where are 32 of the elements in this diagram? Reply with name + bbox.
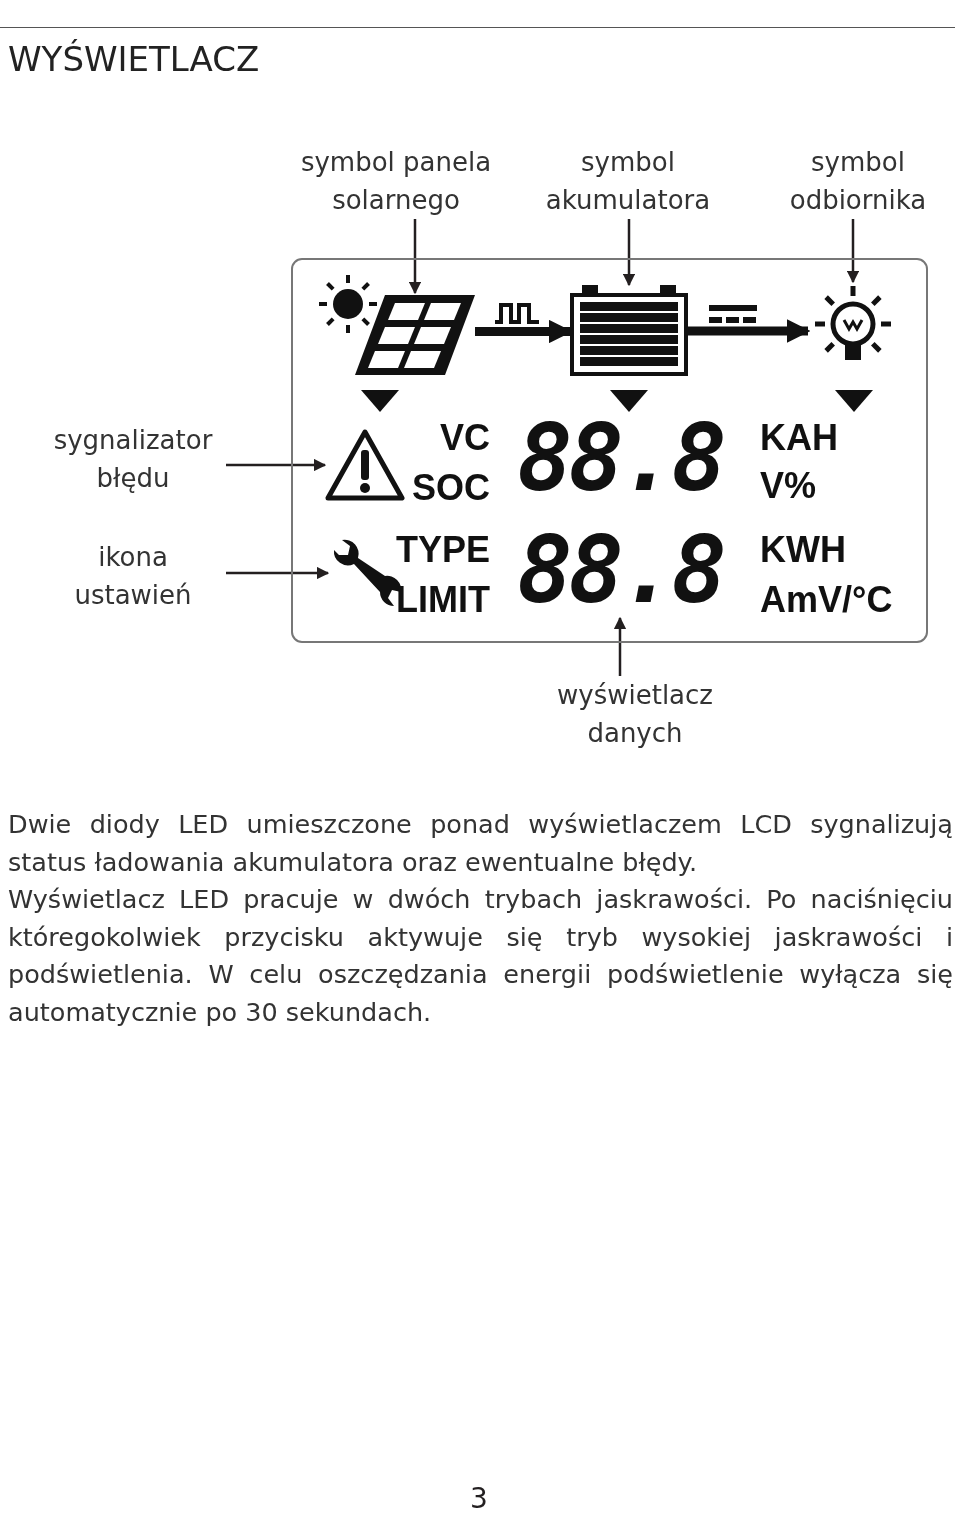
- callout-text: ikona ustawień: [40, 538, 226, 614]
- callout-text: symbol panela solarnego: [270, 143, 522, 219]
- page-title: WYŚWIETLACZ: [8, 38, 260, 80]
- unit-text: V%: [760, 464, 817, 508]
- arrow: [688, 319, 811, 343]
- arrow: [613, 616, 627, 676]
- battery-icon: [570, 285, 688, 378]
- unit-text: KWH: [760, 528, 846, 572]
- arrow: [226, 566, 330, 580]
- arrow: [622, 219, 636, 287]
- callout-text: sygnalizator błędu: [40, 421, 226, 497]
- page-number: 3: [470, 1482, 488, 1516]
- solar-panel-icon: [355, 293, 475, 377]
- callout-text: wyświetlacz danych: [540, 676, 730, 752]
- indicator-text: LIMIT: [396, 578, 490, 622]
- lcd-panel: [291, 258, 928, 643]
- indicator-text: SOC: [412, 466, 490, 510]
- callout-text: symbol odbiornika: [770, 143, 946, 219]
- segment-digits: 88.8: [505, 528, 735, 618]
- paragraph: Dwie diody LED umieszczone ponad wyświetlaczem LCD sygnalizują status ładowania akumulatora oraz ewentualne błędy.: [8, 808, 953, 879]
- segment-digits: 88.8: [516, 416, 724, 502]
- paragraph: Wyświetlacz LED pracuje w dwóch trybach jaskrawości. Po naciśnięciu któregokolwiek przycisku aktywuje się tryb wysokiej jaskrawości i podświetlenia. W celu oszczędzania energii podświetlenie wyłącza się automatycznie po 30 sekundach.: [8, 883, 953, 1029]
- arrow: [408, 219, 422, 295]
- indicator-text: TYPE: [395, 528, 490, 572]
- warning-icon: [325, 428, 405, 502]
- arrow: [226, 458, 327, 472]
- unit-text: AmV/°C: [760, 578, 893, 622]
- indicator-text: VC: [440, 416, 490, 460]
- unit-text: KAH: [760, 416, 838, 460]
- callout-text: symbol akumulatora: [520, 143, 736, 219]
- arrow: [846, 219, 860, 284]
- arrow: [475, 319, 573, 344]
